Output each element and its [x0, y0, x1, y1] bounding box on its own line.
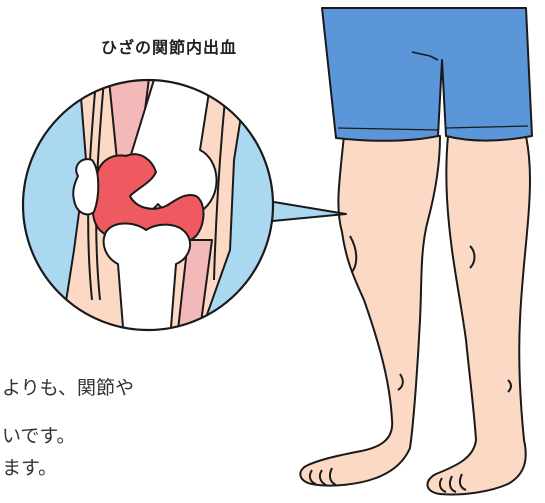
shorts — [322, 8, 532, 141]
legs — [300, 136, 530, 495]
pointer — [262, 200, 346, 222]
body-text-line-3: ます。 — [2, 453, 57, 480]
left-leg — [300, 136, 440, 486]
body-text-line-2: いです。 — [2, 421, 76, 448]
shorts-shape — [322, 8, 532, 141]
patella — [73, 159, 98, 214]
figure-title: ひざの関節内出血 — [0, 34, 338, 58]
knee-inset — [23, 60, 273, 340]
right-leg — [427, 136, 530, 495]
body-text-line-1: よりも、関節や — [2, 373, 134, 400]
